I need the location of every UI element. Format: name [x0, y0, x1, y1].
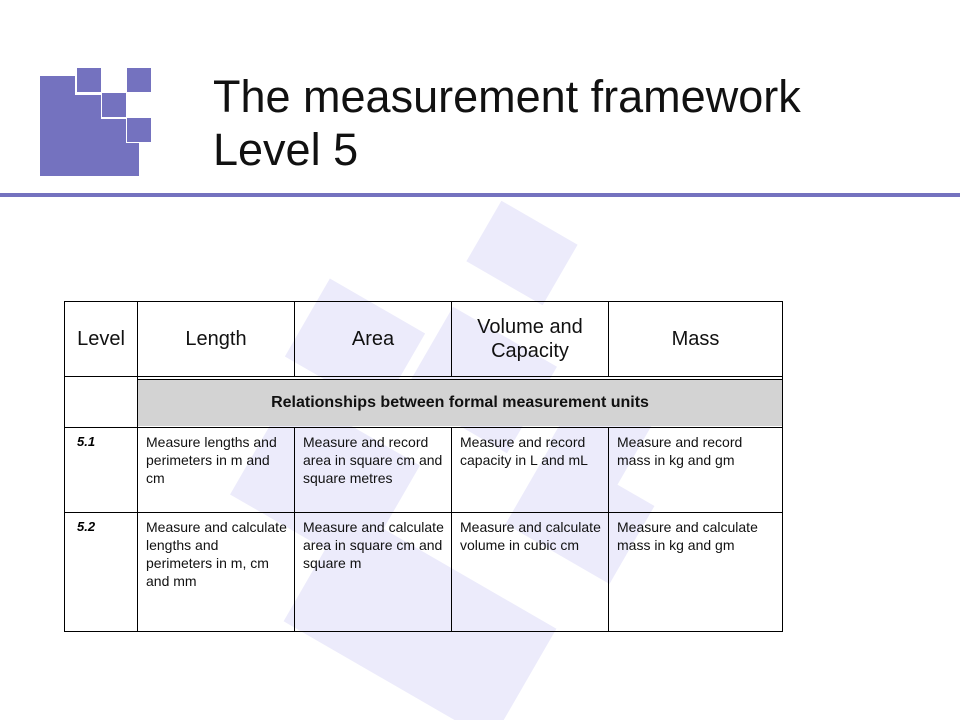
section-band-label: Relationships between formal measurement… [138, 379, 782, 426]
table-cell: Measure and calculate volume in cubic cm [451, 512, 609, 632]
framework-table: Level Length Area Volume and Capacity Ma… [64, 301, 783, 632]
table-cell: Measure and calculate lengths and perime… [137, 512, 295, 632]
column-header: Length [137, 301, 295, 377]
table-cell: Measure and calculate area in square cm … [294, 512, 452, 632]
column-header: Mass [608, 301, 783, 377]
table-cell: Measure and record area in square cm and… [294, 427, 452, 513]
table-cell: Measure and calculate mass in kg and gm [608, 512, 783, 632]
title-line-1: The measurement framework [213, 71, 801, 122]
table-cell: Measure and record capacity in L and mL [451, 427, 609, 513]
column-header: Volume and Capacity [451, 301, 609, 377]
watermark-shape [466, 200, 578, 306]
table-row: 5.1 Measure lengths and perimeters in m … [64, 427, 783, 513]
level-cell: 5.1 [64, 427, 138, 513]
column-header: Area [294, 301, 452, 377]
page-title: The measurement framework Level 5 [213, 70, 933, 176]
table-cell: Measure and record mass in kg and gm [608, 427, 783, 513]
table-row: 5.2 Measure and calculate lengths and pe… [64, 512, 783, 632]
table-header-row: Level Length Area Volume and Capacity Ma… [64, 301, 783, 377]
title-divider [0, 193, 960, 197]
title-line-2: Level 5 [213, 124, 359, 175]
column-header: Level [64, 301, 138, 377]
level-cell: 5.2 [64, 512, 138, 632]
table-cell: Measure lengths and perimeters in m and … [137, 427, 295, 513]
section-band-row: Relationships between formal measurement… [64, 376, 783, 428]
